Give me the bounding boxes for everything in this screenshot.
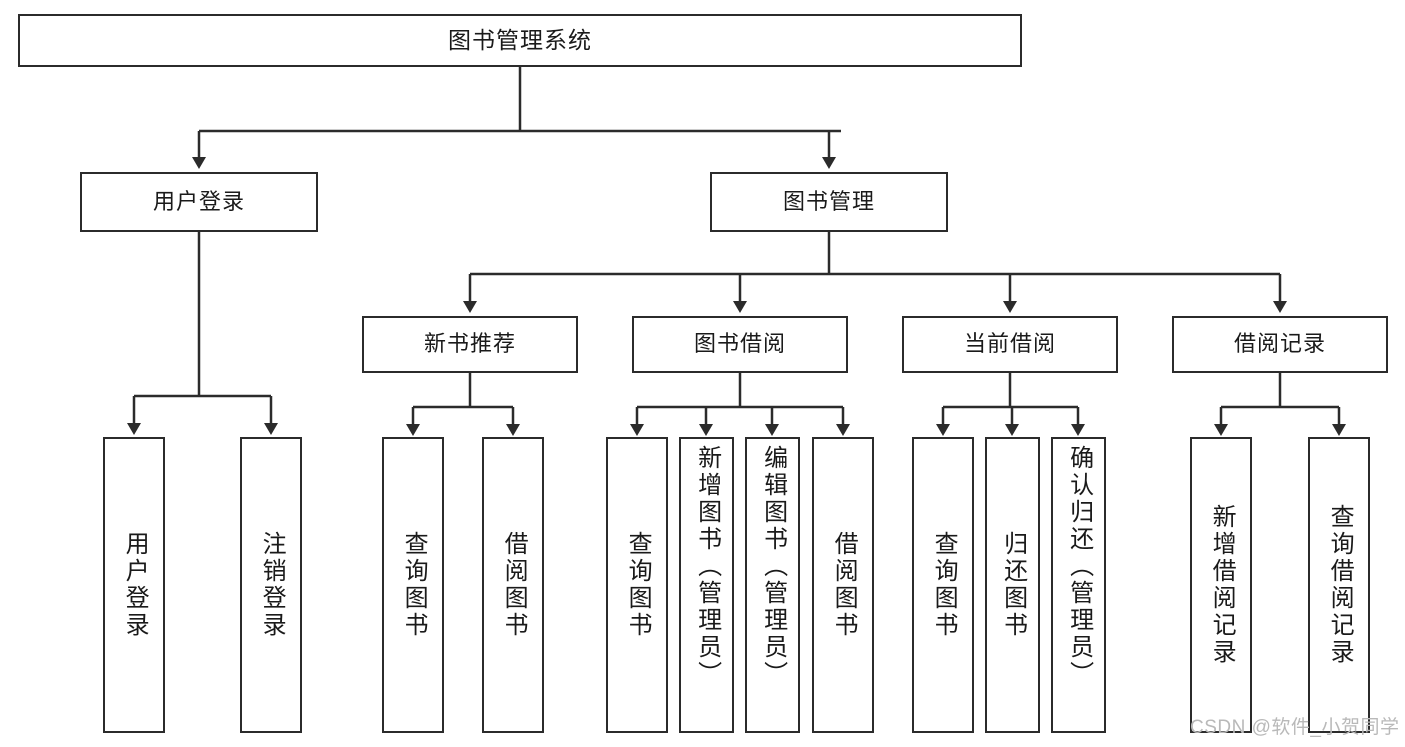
node-book-borrow-label: 图书借阅 — [693, 331, 786, 357]
node-root[interactable]: 图书管理系统 — [18, 14, 1022, 67]
leaf-edit-book-admin-label: 编辑图书（管理员） — [759, 445, 787, 688]
leaf-add-book-admin[interactable]: 新增图书（管理员） — [679, 437, 734, 733]
node-book-management-label: 图书管理 — [782, 188, 875, 214]
leaf-user-login[interactable]: 用户登录 — [103, 437, 165, 733]
node-current-borrow-label: 当前借阅 — [963, 331, 1056, 357]
leaf-borrow-book-recommend-label: 借阅图书 — [500, 531, 528, 639]
leaf-borrow-book-label: 借阅图书 — [830, 531, 858, 639]
node-book-management[interactable]: 图书管理 — [710, 172, 948, 232]
csdn-watermark: CSDN @软件_小贺同学 — [1190, 717, 1400, 738]
leaf-user-login-label: 用户登录 — [121, 531, 149, 639]
leaf-query-borrow-record-label: 查询借阅记录 — [1326, 504, 1354, 666]
leaf-add-borrow-record-label: 新增借阅记录 — [1208, 504, 1236, 666]
leaf-query-book-borrow[interactable]: 查询图书 — [606, 437, 668, 733]
node-borrow-record[interactable]: 借阅记录 — [1172, 316, 1388, 373]
leaf-confirm-return-admin-label: 确认归还（管理员） — [1065, 445, 1093, 688]
leaf-query-book-current-label: 查询图书 — [930, 531, 958, 639]
leaf-return-book-label: 归还图书 — [999, 531, 1027, 639]
leaf-query-book-borrow-label: 查询图书 — [624, 531, 652, 639]
node-borrow-record-label: 借阅记录 — [1233, 331, 1326, 357]
leaf-query-book-recommend-label: 查询图书 — [400, 531, 428, 639]
leaf-confirm-return-admin[interactable]: 确认归还（管理员） — [1051, 437, 1106, 733]
leaf-return-book[interactable]: 归还图书 — [985, 437, 1040, 733]
leaf-add-book-admin-label: 新增图书（管理员） — [693, 445, 721, 688]
node-new-book-recommend-label: 新书推荐 — [423, 331, 516, 357]
leaf-logout[interactable]: 注销登录 — [240, 437, 302, 733]
leaf-borrow-book[interactable]: 借阅图书 — [812, 437, 874, 733]
leaf-query-book-current[interactable]: 查询图书 — [912, 437, 974, 733]
node-user-login-label: 用户登录 — [152, 188, 245, 214]
leaf-query-book-recommend[interactable]: 查询图书 — [382, 437, 444, 733]
leaf-query-borrow-record[interactable]: 查询借阅记录 — [1308, 437, 1370, 733]
leaf-add-borrow-record[interactable]: 新增借阅记录 — [1190, 437, 1252, 733]
node-book-borrow[interactable]: 图书借阅 — [632, 316, 848, 373]
node-current-borrow[interactable]: 当前借阅 — [902, 316, 1118, 373]
node-root-label: 图书管理系统 — [448, 26, 592, 53]
leaf-edit-book-admin[interactable]: 编辑图书（管理员） — [745, 437, 800, 733]
leaf-logout-label: 注销登录 — [258, 531, 286, 639]
node-new-book-recommend[interactable]: 新书推荐 — [362, 316, 578, 373]
node-user-login[interactable]: 用户登录 — [80, 172, 318, 232]
leaf-borrow-book-recommend[interactable]: 借阅图书 — [482, 437, 544, 733]
